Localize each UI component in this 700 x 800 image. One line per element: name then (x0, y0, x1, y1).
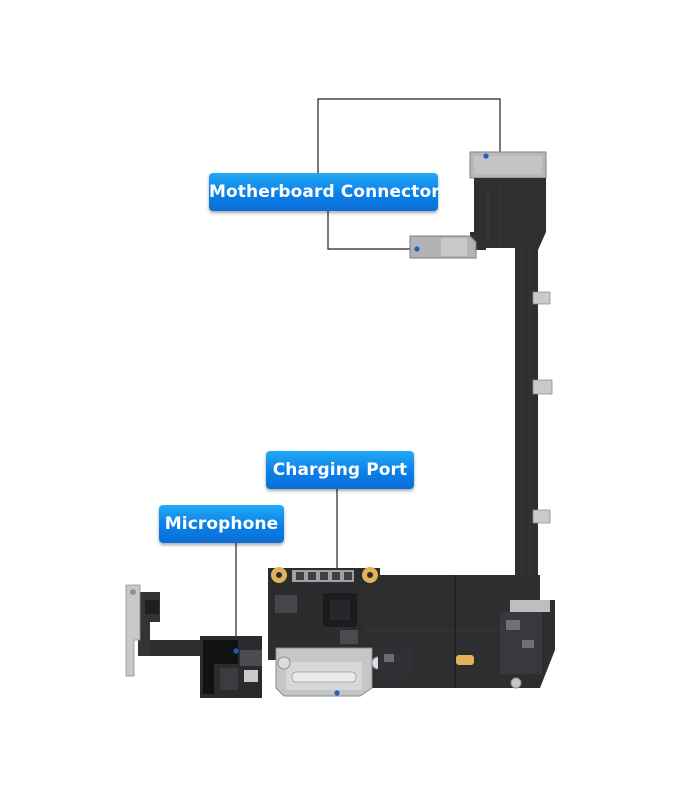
microphone-bracket (203, 640, 238, 694)
gold-tab (456, 655, 474, 665)
callout-charging-port: Charging Port (266, 451, 414, 489)
marker-dot-charging-port (334, 690, 340, 696)
callout-motherboard-connector: Motherboard Connector (209, 173, 440, 211)
marker-dot-motherboard-top (483, 153, 489, 159)
lower-board (125, 567, 555, 698)
cable-clip-3 (532, 509, 551, 524)
leader-line-motherboard-top (317, 98, 501, 173)
cable-clip-1 (532, 291, 551, 305)
cable-clip-2 (532, 379, 553, 395)
flex-cable (409, 151, 553, 600)
left-metal-bracket (125, 584, 141, 677)
callout-microphone: Microphone (159, 505, 284, 543)
leader-line-motherboard-bottom (327, 211, 417, 250)
marker-dot-motherboard-bottom (414, 246, 420, 252)
marker-dot-microphone (233, 648, 239, 654)
